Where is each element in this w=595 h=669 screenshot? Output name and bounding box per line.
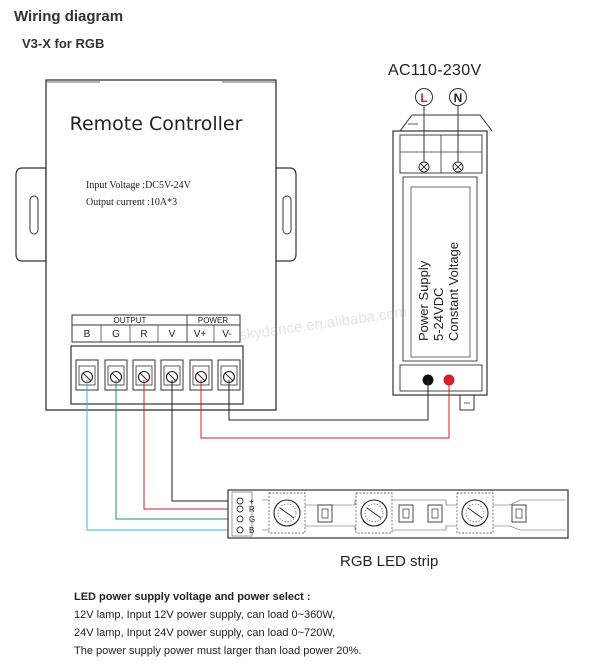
wire-strip-g	[115, 380, 238, 520]
terminal-label-vplus: V+	[194, 329, 207, 340]
terminal-screw-r	[132, 359, 156, 391]
diagram-title: Wiring diagram	[14, 8, 124, 25]
notes-line-margin: The power supply power must larger than …	[74, 645, 362, 657]
wire-strip-plus	[171, 380, 238, 502]
neutral-symbol	[449, 88, 467, 106]
strip-pin-g: G	[249, 515, 255, 524]
led-strip: + R G B	[227, 489, 569, 539]
terminal-label-g: G	[112, 329, 120, 340]
terminal-screw-vplus	[189, 359, 213, 391]
wire-dc-negative	[228, 380, 429, 421]
psu-label-line2: 5-24VDC	[431, 288, 446, 341]
terminal-label-v: V	[169, 329, 176, 340]
power-supply: Power Supply 5-24VDC Constant Voltage L …	[392, 88, 493, 411]
strip-pad-b	[236, 526, 244, 534]
strip-label: RGB LED strip	[340, 553, 439, 570]
strip-pin-r: R	[249, 505, 255, 514]
right-mount-slot	[282, 195, 292, 235]
strip-pin-plus: +	[249, 497, 254, 506]
wires	[86, 380, 450, 531]
left-mount-slot	[29, 195, 39, 235]
strip-pad-plus	[236, 497, 244, 505]
notes-line-12v: 12V lamp, Input 12V power supply, can lo…	[74, 609, 336, 621]
neutral-symbol-letter: N	[454, 91, 463, 105]
terminal-screw-v	[160, 359, 184, 391]
psu-label-line3: Constant Voltage	[446, 242, 461, 341]
wire-strip-b	[86, 380, 238, 531]
terminal-label-r: R	[140, 329, 147, 340]
wire-dc-positive	[200, 380, 450, 439]
controller-title: Remote Controller	[70, 113, 243, 135]
led-chip	[268, 492, 306, 534]
wire-strip-r	[143, 380, 238, 510]
resistor	[398, 504, 414, 523]
strip-pad-g	[236, 515, 244, 523]
strip-pin-b: B	[249, 526, 254, 535]
notes-line-24v: 24V lamp, Input 24V power supply, can lo…	[74, 627, 336, 639]
ac-input-label: AC110-230V	[388, 62, 482, 79]
live-symbol-letter: L	[420, 91, 427, 105]
led-chip	[355, 492, 393, 534]
remote-controller: Remote Controller Input Voltage :DC5V-24…	[15, 79, 297, 411]
terminal-screw-vminus	[217, 359, 241, 391]
notes-heading: LED power supply voltage and power selec…	[74, 591, 311, 603]
resistor	[427, 504, 443, 523]
live-symbol	[415, 88, 433, 106]
strip-pad-r	[236, 505, 244, 513]
power-notes: LED power supply voltage and power selec…	[74, 588, 361, 660]
psu-label-line1: Power Supply	[416, 260, 431, 341]
led-chip	[456, 492, 494, 534]
diagram-subtitle: V3-X for RGB	[22, 36, 105, 51]
resistor	[511, 504, 527, 523]
input-voltage-spec: Input Voltage :DC5V-24V	[86, 180, 192, 191]
output-current-spec: Output current :10A*3	[86, 197, 177, 208]
terminal-block	[70, 345, 244, 405]
power-group-label: POWER	[198, 316, 228, 325]
terminal-label-vminus: V-	[222, 329, 231, 340]
resistor	[317, 504, 333, 523]
terminal-label-b: B	[84, 329, 91, 340]
output-group-label: OUTPUT	[114, 316, 147, 325]
